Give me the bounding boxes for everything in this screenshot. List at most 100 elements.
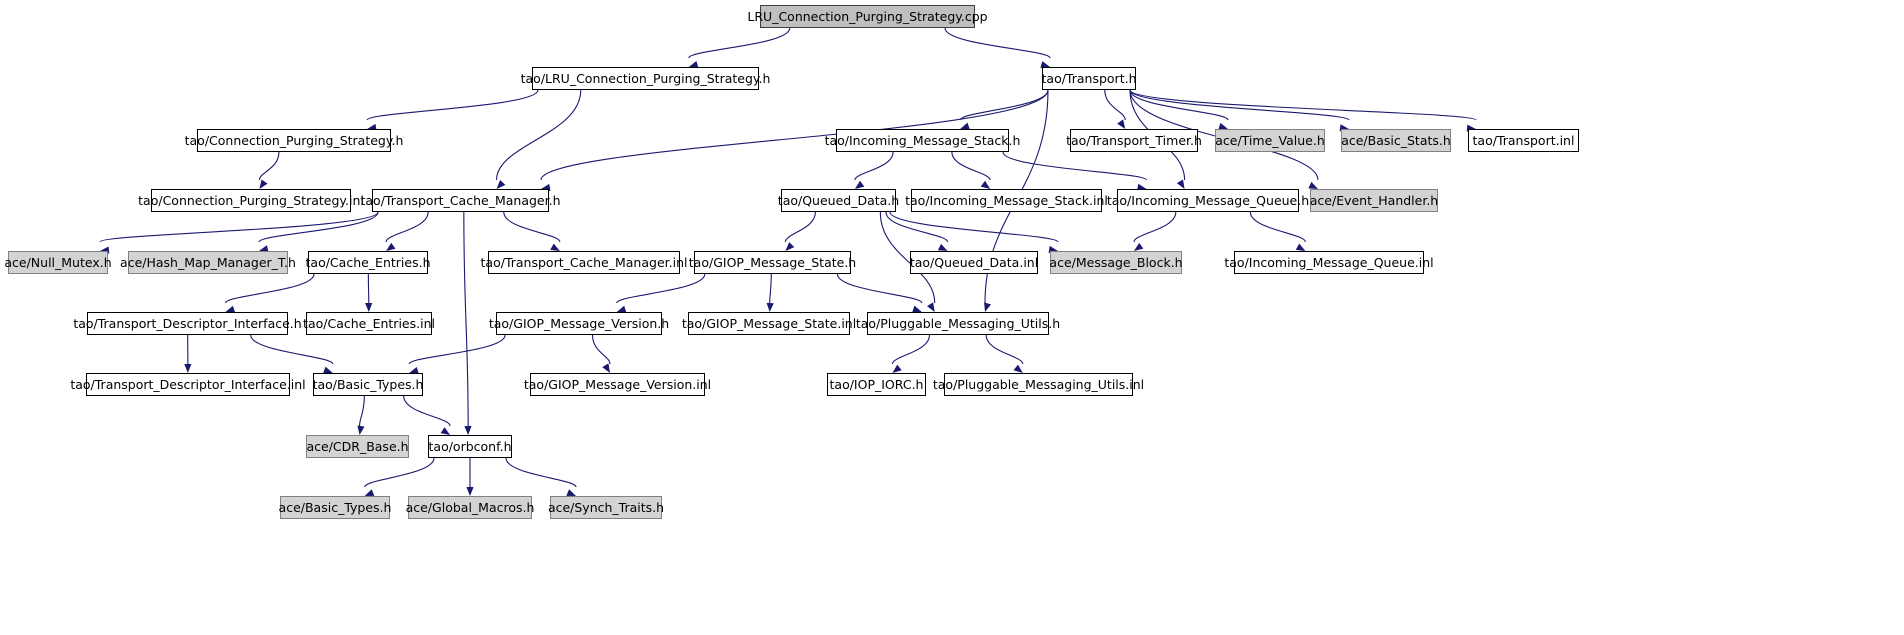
graph-node-n3[interactable]: tao/Connection_Purging_Strategy.h [185, 129, 403, 152]
graph-node-n32[interactable]: tao/Pluggable_Messaging_Utils.inl [933, 373, 1144, 396]
edge-arrowhead [1176, 179, 1185, 189]
edge-arrowhead [259, 179, 268, 189]
edge-arrowhead [364, 489, 375, 496]
edge-arrowhead [365, 302, 373, 312]
graph-edge [1249, 211, 1306, 243]
graph-node-n23[interactable]: tao/Transport_Descriptor_Interface.h [73, 312, 302, 335]
graph-node-n14[interactable]: ace/Event_Handler.h [1310, 189, 1438, 212]
edge-arrowhead [980, 180, 991, 189]
graph-edge [688, 27, 791, 59]
graph-node-n25[interactable]: tao/GIOP_Message_Version.h [489, 312, 669, 335]
graph-edge [944, 27, 1051, 59]
graph-node-n2[interactable]: tao/Transport.h [1042, 67, 1137, 90]
edge-arrowhead [440, 427, 451, 435]
graph-node-n12[interactable]: tao/Incoming_Message_Stack.inl [905, 189, 1108, 212]
edge-arrowhead [357, 425, 365, 435]
graph-edge [889, 211, 1059, 243]
graph-node-n1[interactable]: tao/LRU_Connection_Purging_Strategy.h [521, 67, 770, 90]
graph-node-n11[interactable]: tao/Queued_Data.h [778, 189, 899, 212]
graph-edge [951, 151, 991, 181]
edge-arrowhead [386, 242, 396, 251]
edge-arrowhead [892, 364, 902, 373]
edge-arrowhead [926, 302, 935, 312]
graph-edge [1002, 151, 1148, 181]
edge-arrowhead [1117, 119, 1126, 129]
graph-node-n36[interactable]: ace/Global_Macros.h [406, 496, 534, 519]
graph-node-n17[interactable]: tao/Cache_Entries.h [306, 251, 431, 274]
graph-node-n35[interactable]: ace/Basic_Types.h [279, 496, 391, 519]
graph-node-n28[interactable]: tao/Transport_Descriptor_Interface.inl [70, 373, 306, 396]
graph-node-n33[interactable]: ace/CDR_Base.h [306, 435, 409, 458]
graph-node-n7[interactable]: ace/Basic_Stats.h [1341, 129, 1451, 152]
edge-arrowhead [854, 180, 865, 189]
graph-node-n8[interactable]: tao/Transport.inl [1468, 129, 1579, 152]
edge-arrowhead [496, 179, 506, 189]
graph-edge [258, 151, 280, 181]
graph-node-n31[interactable]: tao/IOP_IORC.h [827, 373, 926, 396]
graph-edge [250, 334, 334, 365]
graph-edge [463, 211, 469, 427]
graph-edge [385, 211, 429, 243]
graph-edge [985, 334, 1024, 365]
graph-node-n21[interactable]: ace/Message_Block.h [1049, 251, 1183, 274]
graph-edge [959, 89, 1049, 121]
graph-node-n16[interactable]: ace/Hash_Map_Manager_T.h [120, 251, 296, 274]
edge-arrowhead [1295, 243, 1306, 251]
graph-edge [616, 273, 706, 304]
graph-node-n22[interactable]: tao/Incoming_Message_Queue.inl [1224, 251, 1434, 274]
edge-arrowhead [1013, 364, 1023, 373]
edge-arrowhead [766, 302, 774, 312]
edge-arrowhead [566, 489, 576, 496]
edge-arrowhead [602, 363, 610, 373]
graph-node-n0[interactable]: LRU_Connection_Purging_Strategy.cpp [747, 5, 988, 28]
graph-edge [258, 211, 379, 243]
graph-edge [854, 151, 894, 181]
graph-node-n24[interactable]: tao/Cache_Entries.inl [303, 312, 435, 335]
graph-edge [891, 334, 931, 365]
edge-arrowhead [785, 242, 795, 251]
graph-node-n37[interactable]: ace/Synch_Traits.h [548, 496, 664, 519]
graph-node-n30[interactable]: tao/GIOP_Message_Version.inl [524, 373, 711, 396]
graph-node-n5[interactable]: tao/Transport_Timer.h [1066, 129, 1202, 152]
graph-node-n13[interactable]: tao/Incoming_Message_Queue.h [1107, 189, 1309, 212]
graph-edge [505, 457, 577, 488]
graph-node-n26[interactable]: tao/GIOP_Message_State.inl [682, 312, 856, 335]
edge-arrowhead [466, 487, 474, 496]
graph-node-n27[interactable]: tao/Pluggable_Messaging_Utils.h [856, 312, 1060, 335]
graph-node-n9[interactable]: tao/Connection_Purging_Strategy.inl [138, 189, 364, 212]
graph-edge [99, 211, 379, 243]
graph-edge [769, 273, 772, 304]
graph-node-n15[interactable]: ace/Null_Mutex.h [4, 251, 112, 274]
graph-edge [1104, 89, 1126, 121]
graph-edge [408, 334, 506, 365]
graph-edge [503, 211, 561, 243]
graph-edge [1129, 89, 1229, 121]
graph-node-n34[interactable]: tao/orbconf.h [428, 435, 512, 458]
edge-arrowhead [464, 425, 472, 435]
graph-edge [358, 395, 365, 427]
graph-edge [366, 89, 539, 121]
graph-edge [364, 457, 435, 488]
edge-arrowhead [550, 243, 560, 251]
graph-node-n20[interactable]: tao/Queued_Data.inl [910, 251, 1038, 274]
graph-node-n19[interactable]: tao/GIOP_Message_State.h [689, 251, 856, 274]
graph-node-n29[interactable]: tao/Basic_Types.h [313, 373, 423, 396]
graph-edge [1133, 211, 1177, 243]
graph-node-n10[interactable]: tao/Transport_Cache_Manager.h [361, 189, 561, 212]
graph-edge [1129, 89, 1477, 121]
graph-edge [224, 273, 315, 304]
edge-arrowhead [1133, 242, 1144, 251]
edge-arrowhead [184, 363, 192, 373]
graph-edge [403, 395, 451, 427]
graph-node-n18[interactable]: tao/Transport_Cache_Manager.inl [481, 251, 687, 274]
graph-node-n6[interactable]: ace/Time_Value.h [1215, 129, 1325, 152]
edge-arrowhead [1308, 181, 1318, 189]
edge-arrowhead [984, 302, 992, 312]
edge-arrowhead [937, 243, 948, 251]
graph-node-n4[interactable]: tao/Incoming_Message_Stack.h [825, 129, 1020, 152]
graph-edge [784, 211, 816, 243]
graph-edge [1129, 89, 1350, 121]
graph-edge [885, 211, 949, 243]
graph-edge [591, 334, 611, 365]
